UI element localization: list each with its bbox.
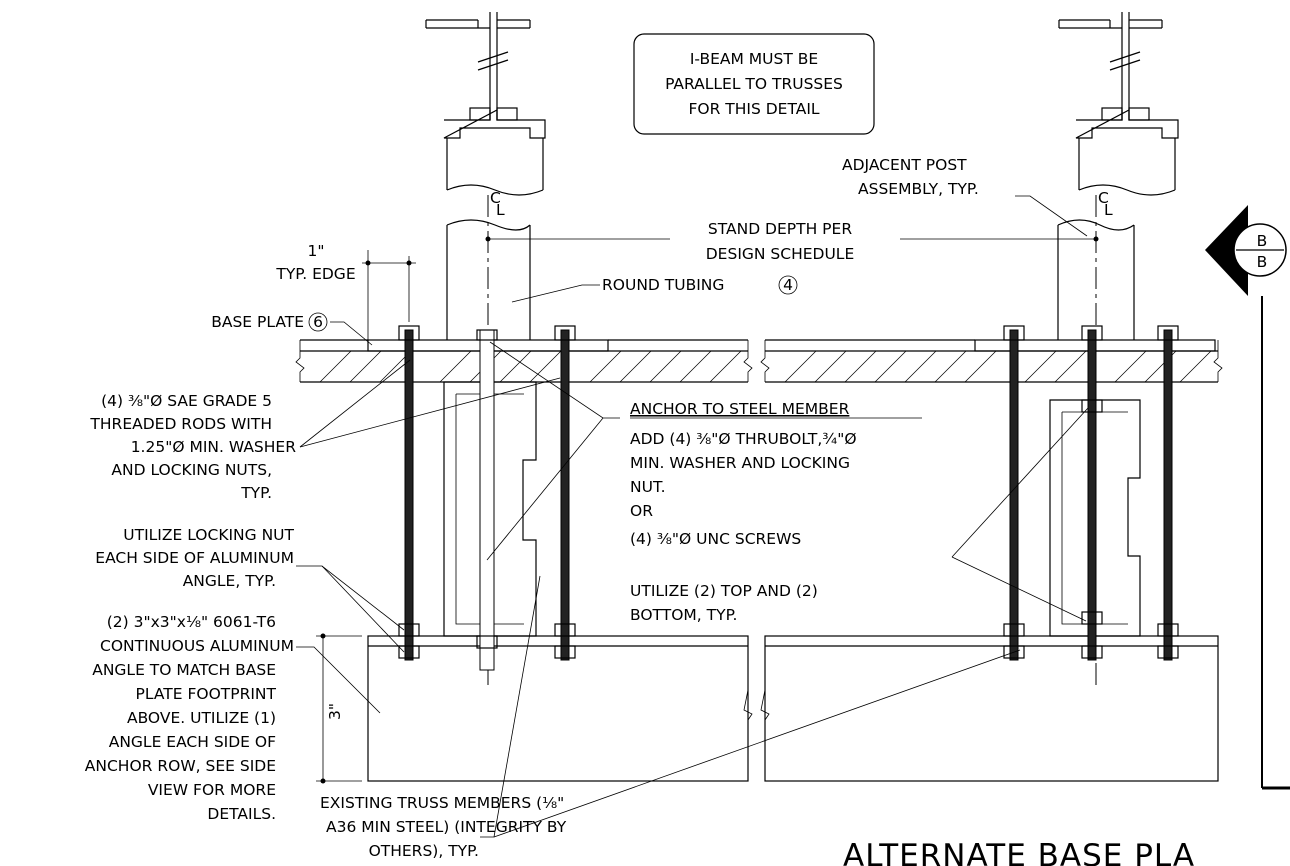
anchor-title: ANCHOR TO STEEL MEMBER	[630, 400, 850, 418]
angle-line-1: (2) 3"x3"x⅛" 6061-T6	[107, 613, 276, 631]
adjacent-post-line-2: ASSEMBLY, TYP.	[858, 180, 979, 198]
base-plate-tag: 6	[313, 313, 323, 331]
ibeam-note-line-3: FOR THIS DETAIL	[688, 100, 819, 118]
left-cl-symbol: C	[490, 189, 501, 207]
locking-line-3: ANGLE, TYP.	[183, 572, 276, 590]
right-cl-symbol-l: L	[1104, 201, 1113, 219]
rods-line-2: THREADED RODS WITH	[89, 415, 272, 433]
angle-line-5: ABOVE. UTILIZE (1)	[127, 709, 276, 727]
edge-dim-value: 1"	[308, 242, 325, 260]
truss-line-2: A36 MIN STEEL) (INTEGRITY BY	[326, 818, 567, 836]
truss-note: EXISTING TRUSS MEMBERS (⅛" A36 MIN STEEL…	[320, 794, 567, 860]
base-plate-label: BASE PLATE	[211, 313, 304, 331]
edge-dim-label: TYP. EDGE	[275, 265, 355, 283]
round-tubing-label: ROUND TUBING	[602, 276, 724, 294]
stand-depth-line-2: DESIGN SCHEDULE	[706, 245, 855, 263]
right-cl-symbol: C	[1098, 189, 1109, 207]
round-tubing-tag-circle	[778, 275, 798, 295]
height-dimension	[316, 633, 362, 784]
section-marker	[1205, 205, 1290, 790]
anchor-line-2: MIN. WASHER AND LOCKING	[630, 454, 850, 472]
angle-line-4: PLATE FOOTPRINT	[136, 685, 277, 703]
stand-depth-line-1: STAND DEPTH PER	[708, 220, 852, 238]
angle-line-8: VIEW FOR MORE	[148, 781, 276, 799]
angle-line-2: CONTINUOUS ALUMINUM	[100, 637, 294, 655]
truss-line-3: OTHERS), TYP.	[369, 842, 479, 860]
threaded-rods-note: (4) ⅜"Ø SAE GRADE 5 THREADED RODS WITH 1…	[89, 392, 296, 502]
locking-line-2: EACH SIDE OF ALUMINUM	[95, 549, 294, 567]
base-plate-tag-circle	[308, 312, 328, 332]
left-round-tubing	[446, 219, 531, 340]
angle-line-6: ANGLE EACH SIDE OF	[109, 733, 276, 751]
anchor-note: ANCHOR TO STEEL MEMBER ADD (4) ⅜"Ø THRUB…	[630, 400, 922, 624]
rods-line-5: TYP.	[240, 484, 272, 502]
locking-line-1: UTILIZE LOCKING NUT	[123, 526, 294, 544]
locking-nut-note: UTILIZE LOCKING NUT EACH SIDE OF ALUMINU…	[95, 526, 294, 590]
anchor-line-5: (4) ⅜"Ø UNC SCREWS	[630, 530, 801, 548]
leader-lines	[296, 195, 1089, 838]
section-marker-top: B	[1257, 232, 1268, 250]
ibeam-note-box	[633, 33, 875, 135]
height-dim-value: 3"	[326, 703, 344, 720]
right-ibeam-section	[1058, 12, 1179, 196]
angle-line-7: ANCHOR ROW, SEE SIDE	[85, 757, 276, 775]
threaded-rods	[398, 325, 1179, 671]
anchor-line-7: BOTTOM, TYP.	[630, 606, 737, 624]
anchor-line-1: ADD (4) ⅜"Ø THRUBOLT,¾"Ø	[630, 430, 857, 448]
edge-dimension	[362, 250, 416, 340]
drawing-title: ALTERNATE BASE PLA	[843, 838, 1195, 866]
truss-line-1: EXISTING TRUSS MEMBERS (⅛"	[320, 794, 564, 812]
adjacent-post-line-1: ADJACENT POST	[842, 156, 967, 174]
angle-note: (2) 3"x3"x⅛" 6061-T6 CONTINUOUS ALUMINUM…	[85, 613, 294, 823]
truss-section	[367, 635, 1219, 782]
left-cl-symbol-l: L	[496, 201, 505, 219]
rods-line-4: AND LOCKING NUTS,	[111, 461, 272, 479]
anchor-line-6: UTILIZE (2) TOP AND (2)	[630, 582, 818, 600]
section-marker-bottom: B	[1257, 253, 1268, 271]
ibeam-note-line-2: PARALLEL TO TRUSSES	[665, 75, 843, 93]
ibeam-note-line-1: I-BEAM MUST BE	[690, 50, 818, 68]
rods-line-1: (4) ⅜"Ø SAE GRADE 5	[101, 392, 272, 410]
round-tubing-tag: 4	[783, 276, 793, 294]
stand-depth-dimension	[485, 236, 1099, 242]
right-round-tubing	[1057, 219, 1135, 340]
angle-line-3: ANGLE TO MATCH BASE	[92, 661, 276, 679]
anchor-line-4: OR	[630, 502, 653, 520]
rods-line-3: 1.25"Ø MIN. WASHER	[131, 438, 297, 456]
angle-line-9: DETAILS.	[207, 805, 276, 823]
left-ibeam-section	[425, 12, 546, 196]
deck-section	[295, 339, 1223, 383]
anchor-line-3: NUT.	[630, 478, 666, 496]
